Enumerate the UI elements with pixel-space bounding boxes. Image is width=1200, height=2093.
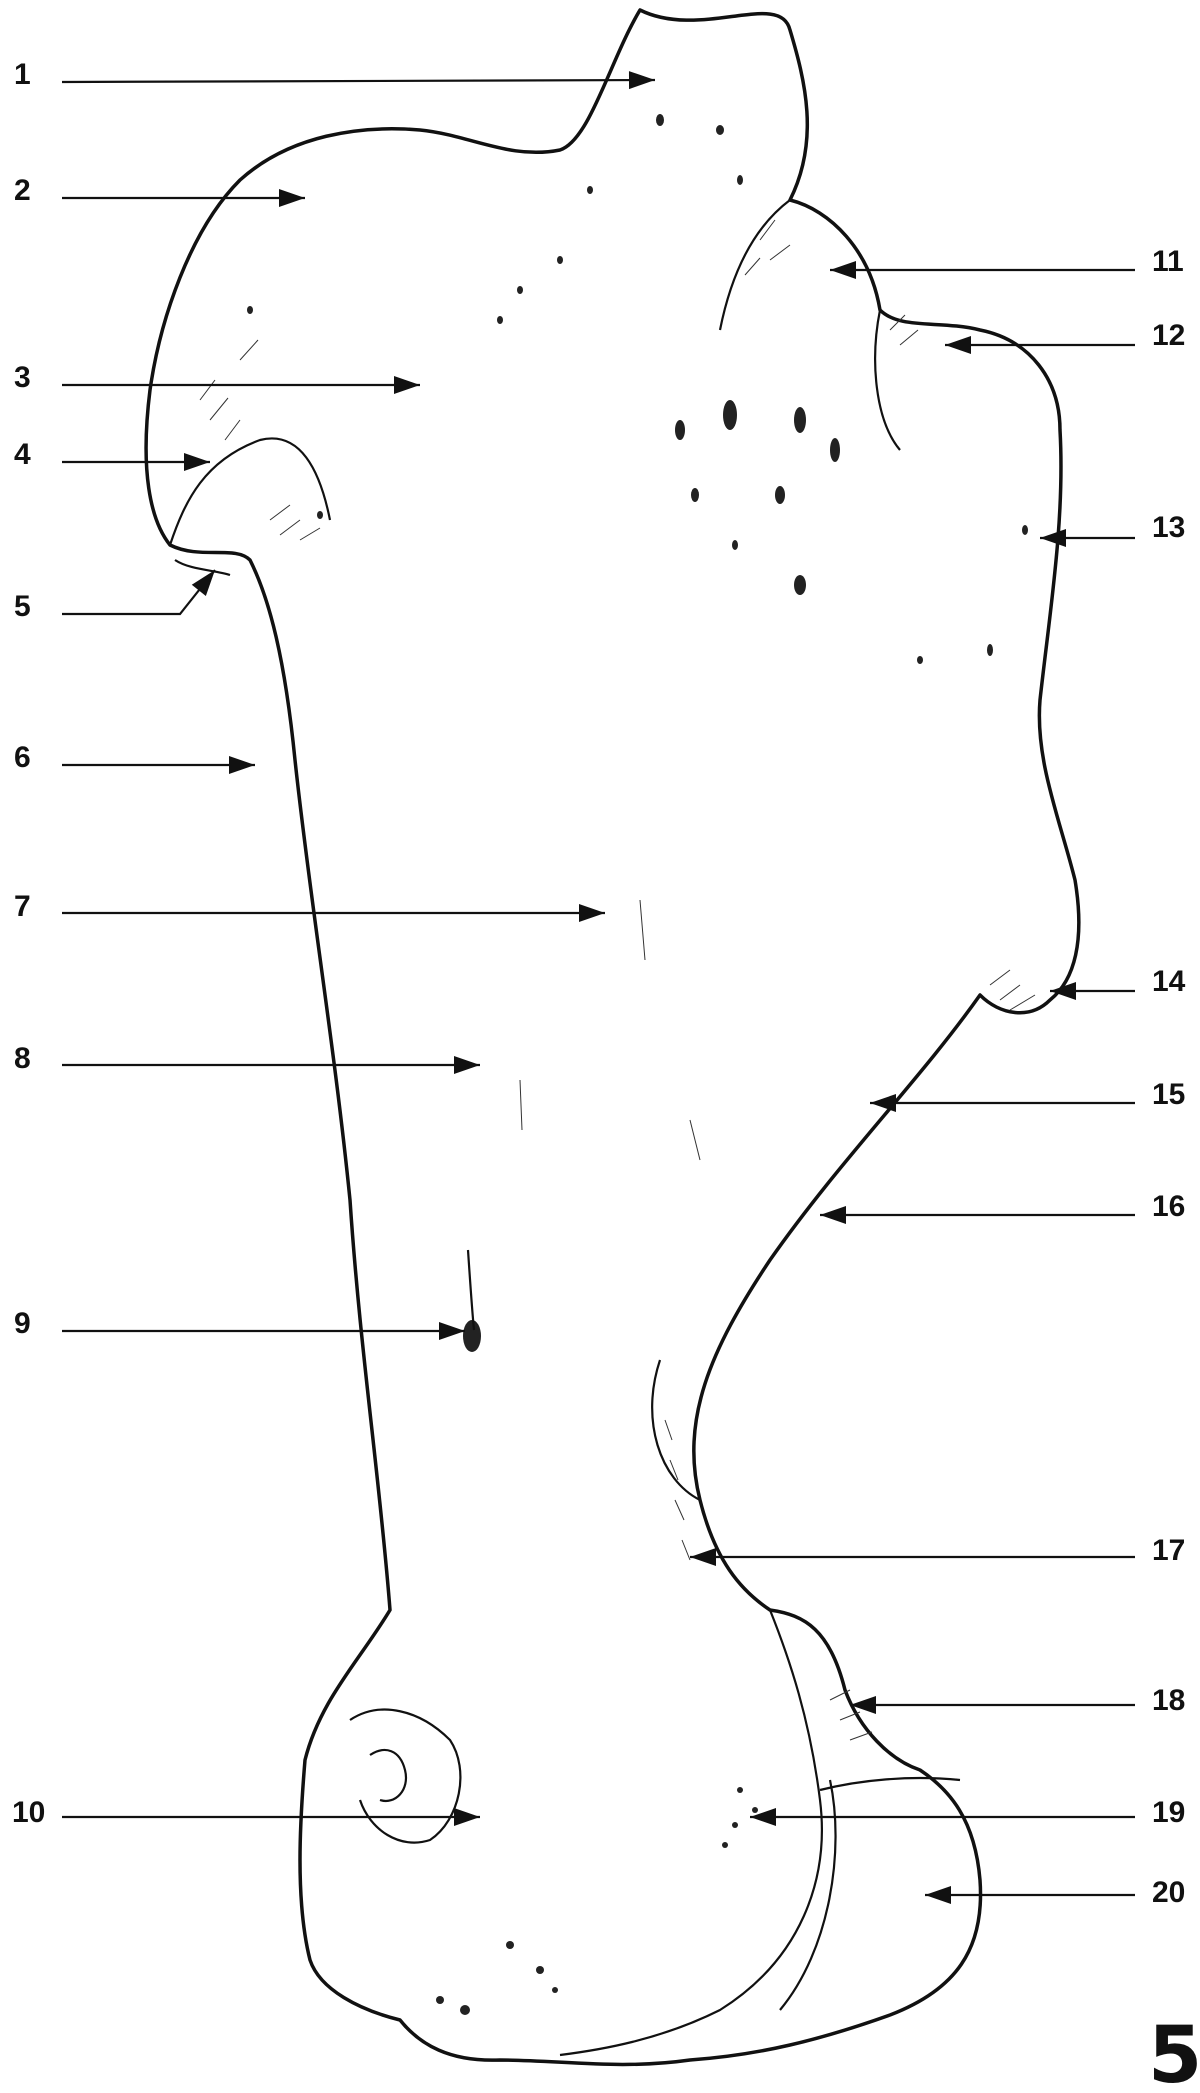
label-17: 17 [1152, 1534, 1185, 1567]
arrow-18 [850, 1696, 1135, 1714]
arrow-line-5 [62, 570, 215, 614]
label-9: 9 [14, 1307, 31, 1340]
figure-number: 5 [1148, 2011, 1200, 2093]
arrow-6 [62, 756, 255, 774]
bone-illustration [146, 10, 1079, 2064]
bone-outline [146, 10, 1079, 2064]
label-16: 16 [1152, 1190, 1185, 1223]
label-11: 11 [1152, 245, 1184, 278]
label-3: 3 [14, 361, 31, 394]
label-15: 15 [1152, 1078, 1185, 1111]
arrow-16 [820, 1206, 1135, 1224]
arrow-1 [62, 71, 655, 89]
label-7: 7 [14, 890, 31, 923]
notch-contour [175, 560, 230, 575]
label-20: 20 [1152, 1876, 1185, 1909]
label-13: 13 [1152, 511, 1185, 544]
label-19: 19 [1152, 1796, 1185, 1829]
label-5: 5 [14, 590, 31, 623]
label-10: 10 [12, 1796, 45, 1829]
label-6: 6 [14, 741, 31, 774]
label-14: 14 [1152, 965, 1186, 998]
label-18: 18 [1152, 1684, 1185, 1717]
label-1: 1 [14, 58, 31, 91]
label-2: 2 [14, 174, 31, 207]
arrow-head-16 [820, 1206, 846, 1224]
label-8: 8 [14, 1042, 31, 1075]
arrow-5 [62, 570, 215, 614]
arrow-11 [830, 261, 1135, 279]
arrow-15 [870, 1094, 1135, 1112]
arrow-4 [62, 453, 210, 471]
arrow-line-1 [62, 80, 655, 82]
arrow-head-5 [192, 570, 215, 596]
nutrient-foramen [463, 1320, 481, 1352]
arrow-head-6 [229, 756, 255, 774]
arrow-17 [690, 1548, 1135, 1566]
label-4: 4 [14, 438, 31, 471]
label-12: 12 [1152, 319, 1185, 352]
